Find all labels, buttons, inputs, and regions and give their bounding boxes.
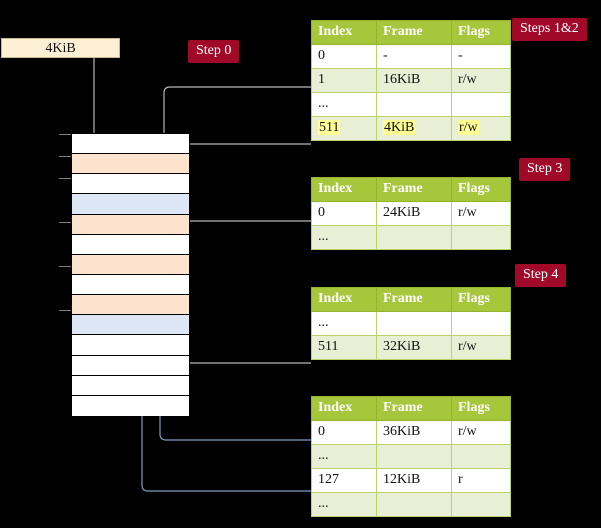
- cell-index: 0: [311, 44, 377, 69]
- memory-frame-11: [72, 355, 189, 376]
- cell-flags: [451, 444, 511, 469]
- memory-frame-9: [72, 315, 189, 336]
- cell-frame: 36KiB: [376, 420, 452, 445]
- table-row: ...: [311, 92, 511, 117]
- column-header-index: Index: [311, 177, 377, 202]
- table-row: 0--: [311, 44, 511, 69]
- column-header-frame: Frame: [376, 177, 452, 202]
- column-header-flags: Flags: [451, 20, 511, 45]
- source-box-4kib: 4KiB: [1, 38, 120, 58]
- cell-index: 511: [311, 335, 377, 360]
- column-header-flags: Flags: [451, 396, 511, 421]
- memory-frame-6: [72, 254, 189, 275]
- cell-flags: r: [451, 468, 511, 493]
- memory-frame-5: [72, 234, 189, 255]
- cell-flags: [451, 92, 511, 117]
- cell-index: 0: [311, 201, 377, 226]
- column-header-frame: Frame: [376, 287, 452, 312]
- highlighted-value: 4KiB: [383, 120, 416, 135]
- cell-index: ...: [311, 492, 377, 517]
- memory-frame-4: [72, 214, 189, 235]
- cell-frame: 16KiB: [376, 68, 452, 93]
- physical-memory-column: [71, 133, 190, 416]
- cell-frame: [376, 311, 452, 336]
- column-header-frame: Frame: [376, 396, 452, 421]
- badge-steps-1-2: Steps 1&2: [512, 18, 587, 41]
- memory-frame-0: [72, 134, 189, 155]
- memory-frame-8: [72, 295, 189, 316]
- cell-frame: 4KiB: [376, 116, 452, 141]
- cell-flags: r/w: [451, 335, 511, 360]
- cell-frame: [376, 225, 452, 250]
- memory-frame-2: [72, 174, 189, 195]
- cell-frame: [376, 492, 452, 517]
- memory-frame-10: [72, 335, 189, 356]
- column-header-index: Index: [311, 396, 377, 421]
- cell-index: 0: [311, 420, 377, 445]
- cell-flags: [451, 225, 511, 250]
- table-row: ...: [311, 225, 511, 250]
- column-header-flags: Flags: [451, 287, 511, 312]
- table-row: 511 4KiB r/w: [311, 116, 511, 141]
- cell-flags: r/w: [451, 420, 511, 445]
- memory-frame-1: [72, 154, 189, 175]
- source-box-label: 4KiB: [45, 41, 76, 56]
- cell-flags: r/w: [451, 201, 511, 226]
- column-header-frame: Frame: [376, 20, 452, 45]
- cell-flags: [451, 492, 511, 517]
- memory-frame-7: [72, 274, 189, 296]
- cell-index: 1: [311, 68, 377, 93]
- badge-step-3: Step 3: [519, 158, 571, 181]
- badge-step-0: Step 0: [188, 40, 240, 63]
- cell-frame: 32KiB: [376, 335, 452, 360]
- cell-index: ...: [311, 92, 377, 117]
- table-row: ...: [311, 311, 511, 336]
- cell-frame: [376, 92, 452, 117]
- memory-frame-12: [72, 375, 189, 396]
- cell-frame: -: [376, 44, 452, 69]
- cell-index: 511: [311, 116, 377, 141]
- cell-index: 127: [311, 468, 377, 493]
- cell-frame: [376, 444, 452, 469]
- table-row: ...: [311, 444, 511, 469]
- table-row: ...: [311, 492, 511, 517]
- cell-flags: r/w: [451, 116, 511, 141]
- cell-frame: 24KiB: [376, 201, 452, 226]
- cell-index: ...: [311, 225, 377, 250]
- memory-frame-13: [72, 395, 189, 416]
- badge-step-4: Step 4: [515, 264, 567, 287]
- cell-frame: 12KiB: [376, 468, 452, 493]
- cell-index: ...: [311, 444, 377, 469]
- memory-frame-3: [72, 194, 189, 215]
- column-header-flags: Flags: [451, 177, 511, 202]
- highlighted-value: r/w: [458, 120, 479, 135]
- highlighted-value: 511: [318, 120, 341, 135]
- cell-flags: -: [451, 44, 511, 69]
- cell-flags: [451, 311, 511, 336]
- cell-flags: r/w: [451, 68, 511, 93]
- column-header-index: Index: [311, 287, 377, 312]
- column-header-index: Index: [311, 20, 377, 45]
- cell-index: ...: [311, 311, 377, 336]
